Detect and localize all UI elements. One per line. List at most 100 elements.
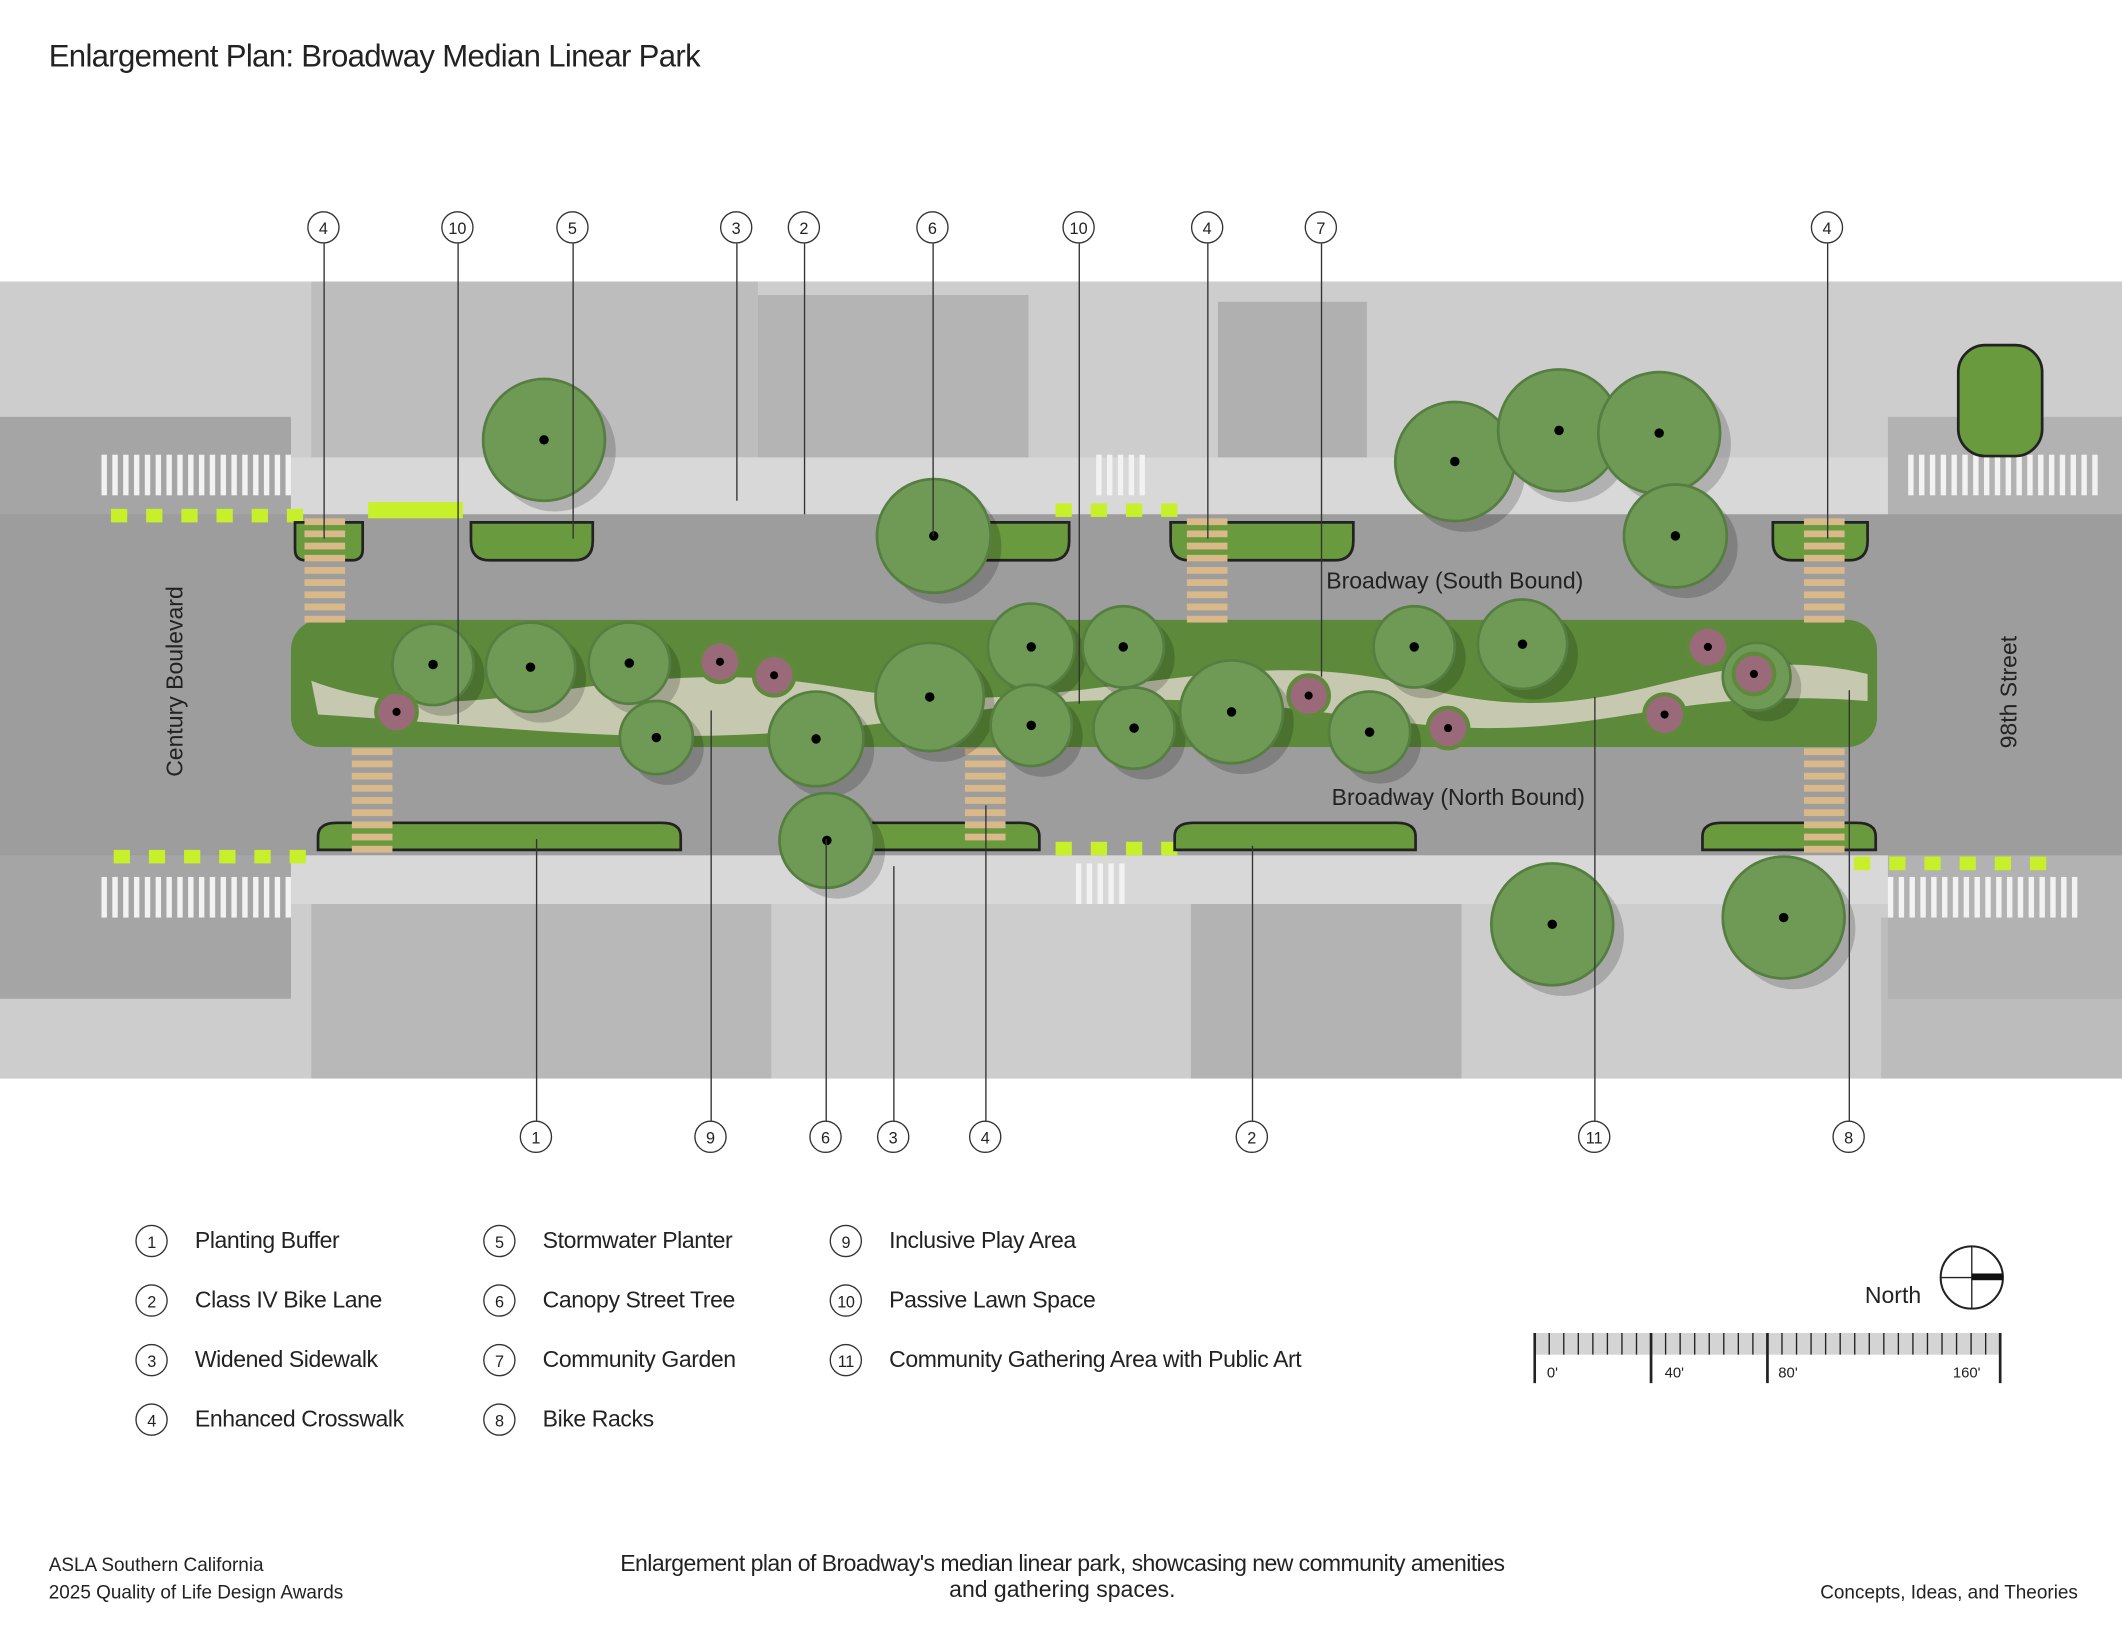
crosswalk-stripe (2028, 876, 2035, 918)
enhanced-crosswalk-stripe (304, 542, 346, 550)
enhanced-crosswalk-stripe (1186, 615, 1228, 623)
enhanced-crosswalk-stripe (351, 748, 393, 756)
callout-marker: 2 (787, 211, 821, 244)
crosswalk-stripe (2017, 876, 2024, 918)
tree-icon (1622, 483, 1738, 599)
enhanced-crosswalk-stripe (1803, 748, 1845, 756)
callout-leader-line (1848, 690, 1850, 1121)
crosswalk-stripe (209, 876, 216, 918)
crosswalk-stripe (1107, 454, 1113, 496)
crosswalk-stripe (242, 876, 248, 918)
crosswalk-stripe (2039, 876, 2045, 918)
tree-icon (1081, 604, 1175, 699)
crosswalk-stripe (1963, 876, 1970, 918)
callout-marker: 4 (307, 211, 340, 244)
legend-number: 10 (829, 1284, 863, 1317)
crosswalk-stripe (231, 876, 237, 918)
enhanced-crosswalk-stripe (304, 591, 346, 599)
callout-marker: 10 (441, 211, 474, 244)
crosswalk-stripe (1952, 876, 1959, 918)
crosswalk-stripe (177, 876, 183, 918)
legend-number: 8 (483, 1403, 516, 1436)
scale-label-0: 0' (1546, 1365, 1558, 1382)
tree-icon (986, 602, 1086, 702)
enhanced-crosswalk-stripe (1803, 579, 1845, 586)
callout-leader-line (572, 243, 574, 539)
enhanced-crosswalk-stripe (964, 748, 1006, 756)
callout-leader-line (323, 243, 325, 539)
crosswalk-stripe (2027, 454, 2033, 496)
callout-leader-line (1594, 696, 1596, 1121)
tree-icon (481, 377, 616, 512)
enhanced-crosswalk-stripe (1803, 833, 1845, 841)
crosswalk-stripe (1117, 454, 1124, 496)
crosswalk-stripe (1909, 876, 1915, 918)
flowering-shrub-icon (1731, 651, 1777, 697)
flowering-shrub-icon (1425, 705, 1471, 751)
flowering-shrub-icon (1685, 624, 1731, 670)
tree-icon (1596, 370, 1731, 505)
bike-lane-marking (1055, 503, 1072, 517)
crosswalk-stripe (155, 876, 162, 918)
crosswalk-stripe (112, 454, 118, 496)
bike-lane-marking (1854, 856, 1871, 871)
enhanced-crosswalk-stripe (304, 554, 346, 562)
crosswalk-stripe (274, 454, 281, 496)
bike-lane-marking (1994, 856, 2012, 871)
callout-marker: 8 (1832, 1120, 1865, 1154)
enhanced-crosswalk-stripe (1186, 591, 1228, 599)
crosswalk-stripe (2006, 876, 2013, 918)
enhanced-crosswalk-stripe (1803, 603, 1845, 611)
enhanced-crosswalk-stripe (1803, 518, 1845, 526)
legend-number: 3 (135, 1343, 168, 1377)
callout-marker: 5 (556, 211, 589, 244)
crosswalk-stripe (1075, 863, 1082, 905)
enhanced-crosswalk-stripe (1803, 554, 1845, 562)
crosswalk-stripe (2016, 454, 2022, 496)
enhanced-crosswalk-stripe (1803, 567, 1845, 574)
enhanced-crosswalk-stripe (1803, 615, 1845, 623)
legend-number: 9 (829, 1224, 863, 1258)
callout-marker: 11 (1577, 1120, 1611, 1154)
enhanced-crosswalk-stripe (964, 784, 1006, 792)
enhanced-crosswalk-stripe (1803, 821, 1845, 829)
crosswalk-stripe (2081, 454, 2087, 496)
org-line-2: 2025 Quality of Life Design Awards (48, 1580, 344, 1603)
crosswalk-stripe (274, 876, 281, 918)
crosswalk-stripe (1962, 454, 1968, 496)
scale-bar: 0' 40' 80' 160' (1533, 1333, 2002, 1384)
callout-marker: 4 (1190, 211, 1224, 244)
enhanced-crosswalk-stripe (1186, 603, 1228, 611)
legend-label: Canopy Street Tree (542, 1287, 736, 1313)
crosswalk-stripe (166, 876, 172, 918)
northbound-label: Broadway (North Bound) (1331, 784, 1585, 811)
bike-lane-marking (1161, 503, 1178, 517)
tree-icon (1496, 368, 1631, 503)
legend-label: Planting Buffer (194, 1227, 340, 1254)
tree-icon (1476, 598, 1578, 700)
legend-number: 5 (483, 1224, 516, 1258)
enhanced-crosswalk-stripe (964, 772, 1006, 780)
crosswalk-stripe (209, 454, 216, 496)
crosswalk-stripe (220, 454, 227, 496)
crosswalk-stripe (285, 454, 291, 496)
enhanced-crosswalk-stripe (1803, 591, 1845, 599)
legend-number: 6 (483, 1284, 516, 1317)
crosswalk-stripe (112, 876, 118, 918)
callout-leader-line (710, 710, 712, 1121)
crosswalk-stripe (242, 454, 248, 496)
crosswalk-stripe (1097, 863, 1103, 905)
tree-icon (1721, 855, 1856, 990)
crosswalk-stripe (188, 454, 194, 496)
enhanced-crosswalk-stripe (351, 784, 393, 792)
callout-leader-line (1826, 243, 1829, 539)
enhanced-crosswalk-stripe (964, 760, 1006, 768)
southbound-label: Broadway (South Bound) (1326, 568, 1584, 595)
crosswalk-stripe (231, 454, 237, 496)
legend-label: Inclusive Play Area (889, 1227, 1076, 1254)
bike-lane-marking (113, 849, 130, 864)
enhanced-crosswalk-stripe (1803, 542, 1845, 550)
legend-label: Community Garden (542, 1346, 736, 1373)
